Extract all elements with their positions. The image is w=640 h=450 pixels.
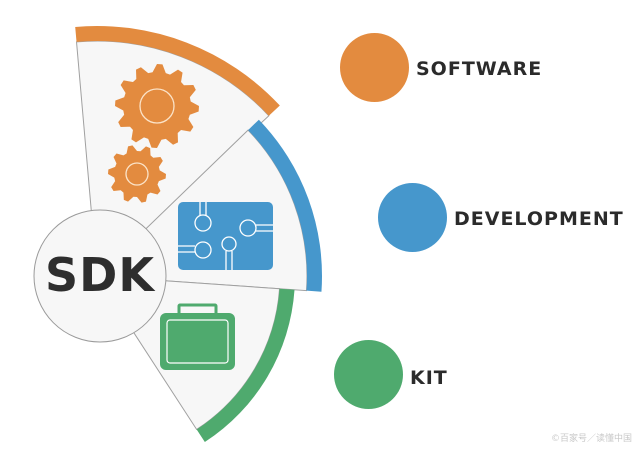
- development-wedge-arc: [248, 119, 322, 292]
- software-label: SOFTWARE: [416, 58, 543, 80]
- sdk-center-label: SDK: [45, 248, 155, 302]
- development-label: DEVELOPMENT: [454, 208, 624, 230]
- kit-wedge-arc: [196, 288, 295, 443]
- watermark: ©百家号／读懂中国: [550, 434, 632, 444]
- software-wedge-arc: [75, 25, 280, 116]
- briefcase-icon: [160, 303, 235, 370]
- gear-small-icon: [108, 145, 166, 203]
- kit-label: KIT: [410, 367, 448, 389]
- kit-dot: [334, 340, 403, 409]
- sdk-center-circle: [33, 209, 167, 343]
- development-dot: [378, 183, 447, 252]
- software-dot: [340, 33, 409, 102]
- circuit-board-icon: [178, 202, 273, 270]
- gear-large-icon: [115, 64, 199, 148]
